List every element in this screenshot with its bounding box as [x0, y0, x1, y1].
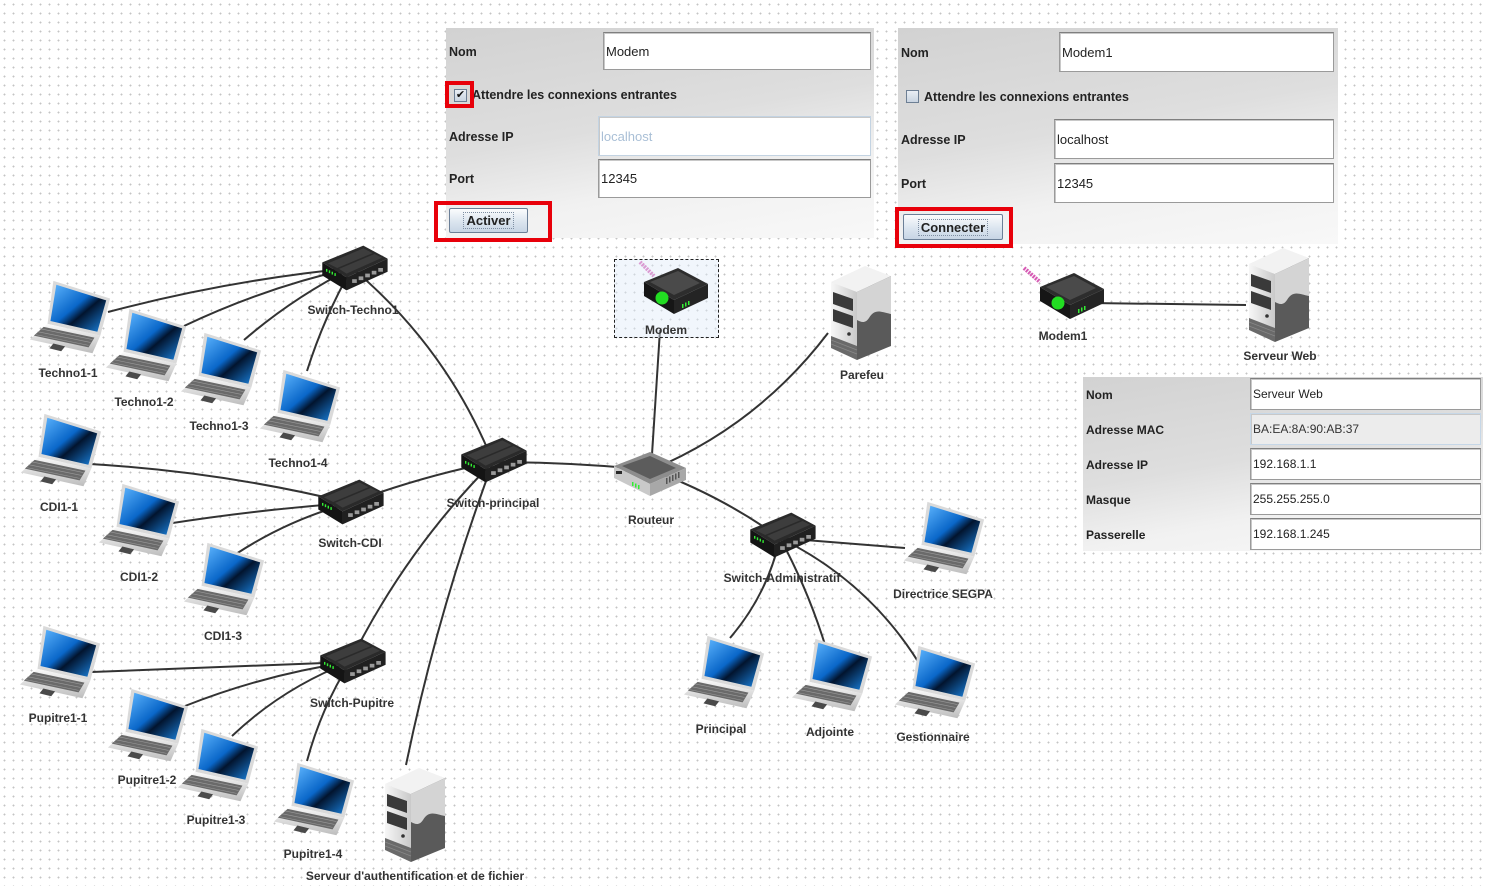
link-cdi1_1-switch_cdi[interactable]: [89, 463, 351, 504]
router-icon[interactable]: [610, 444, 690, 504]
link-serveur_auth-switch_principal[interactable]: [405, 461, 494, 766]
highlight-activer-button: [434, 201, 552, 242]
laptop-icon[interactable]: [172, 723, 264, 811]
modem-nom-label: Nom: [449, 45, 477, 59]
server-mask-input[interactable]: 255.255.255.0: [1250, 483, 1481, 515]
modem-listen-checkbox[interactable]: ✔: [454, 89, 467, 102]
server-ip-label: Adresse IP: [1086, 458, 1149, 472]
laptop-icon[interactable]: [898, 496, 990, 584]
laptop-icon[interactable]: [93, 478, 185, 566]
node-label: Pupitre1-4: [283, 847, 343, 861]
node-label: Techno1-3: [189, 419, 249, 433]
switch-icon[interactable]: [314, 633, 390, 689]
modem1-ip-label: Adresse IP: [901, 133, 966, 147]
server-icon[interactable]: [1242, 244, 1314, 344]
node-label: Techno1-1: [38, 366, 98, 380]
node-label: Pupitre1-3: [186, 813, 246, 827]
link-techno1_1-switch_techno1[interactable]: [107, 267, 353, 313]
node-label: Directrice SEGPA: [893, 587, 993, 601]
modem-listen-label[interactable]: Attendre les connexions entrantes: [472, 88, 677, 102]
link-switch_techno1-switch_principal[interactable]: [351, 267, 494, 463]
server-mask-label: Masque: [1086, 493, 1131, 507]
modem1-port-label: Port: [901, 177, 926, 191]
activer-button-label: Activer: [463, 212, 514, 229]
node-label: Switch-CDI: [318, 536, 382, 550]
switch-icon[interactable]: [316, 240, 392, 296]
server-nom-input[interactable]: Serveur Web: [1250, 378, 1481, 410]
node-label: Pupitre1-1: [28, 711, 88, 725]
laptop-icon[interactable]: [889, 640, 981, 728]
node-label: Routeur: [628, 513, 674, 527]
laptop-icon[interactable]: [786, 633, 878, 721]
node-label: Principal: [695, 722, 747, 736]
node-label: CDI1-1: [39, 500, 79, 514]
node-label: Adjointe: [806, 725, 854, 739]
node-label: Switch-principal: [446, 496, 540, 510]
modem-config-panel: Nom Modem ✔ Attendre les connexions entr…: [446, 28, 874, 238]
server-gateway-input[interactable]: 192.168.1.245: [1250, 518, 1481, 550]
modem1-ip-input[interactable]: localhost: [1054, 119, 1334, 159]
server-gateway-label: Passerelle: [1086, 528, 1146, 542]
modem1-cable-icon: [1022, 266, 1042, 284]
node-label: Switch-Pupitre: [309, 696, 395, 710]
switch-icon[interactable]: [312, 474, 388, 530]
modem1-listen-label[interactable]: Attendre les connexions entrantes: [924, 90, 1129, 104]
link-parefeu-routeur[interactable]: [650, 332, 829, 471]
highlight-checkbox: [445, 81, 474, 108]
laptop-icon[interactable]: [178, 537, 270, 625]
laptop-icon[interactable]: [14, 620, 106, 708]
modem-cable-icon: [638, 260, 656, 278]
modem1-nom-input[interactable]: Modem1: [1059, 32, 1334, 72]
server-nom-label: Nom: [1086, 388, 1113, 402]
modem1-listen-checkbox[interactable]: [906, 90, 919, 103]
node-label: Serveur Web: [1243, 349, 1317, 363]
modem-icon[interactable]: [634, 260, 714, 320]
laptop-icon[interactable]: [268, 757, 360, 845]
server-ip-input[interactable]: 192.168.1.1: [1250, 448, 1481, 480]
node-label: Modem: [645, 323, 687, 337]
link-switch_pupitre-switch_principal[interactable]: [349, 461, 494, 663]
node-label: Switch-Techno1: [307, 303, 399, 317]
node-label: Techno1-2: [114, 395, 174, 409]
highlight-connecter-button: [895, 207, 1013, 248]
node-label: Techno1-4: [268, 456, 328, 470]
link-pupitre1_1-switch_pupitre[interactable]: [91, 661, 351, 673]
node-label: Switch-Administratif: [723, 571, 841, 585]
modem-port-input[interactable]: 12345: [598, 159, 871, 198]
link-switch_admin-gestionnaire[interactable]: [779, 537, 926, 674]
modem-icon[interactable]: [1030, 265, 1110, 325]
switch-icon[interactable]: [455, 432, 531, 488]
server-icon[interactable]: [824, 262, 896, 362]
node-label: CDI1-2: [119, 570, 159, 584]
laptop-icon[interactable]: [254, 364, 346, 452]
server-mac-label: Adresse MAC: [1086, 423, 1165, 437]
laptop-icon[interactable]: [678, 630, 770, 718]
modem1-port-input[interactable]: 12345: [1054, 163, 1334, 203]
node-label: Serveur d'authentification et de fichier: [305, 869, 525, 883]
node-label: Pupitre1-2: [117, 773, 177, 787]
modem-port-label: Port: [449, 172, 474, 186]
node-label: Gestionnaire: [896, 730, 970, 744]
connecter-button-label: Connecter: [917, 218, 989, 236]
link-modem1-serveur_web[interactable]: [1089, 302, 1247, 306]
server-icon[interactable]: [378, 764, 450, 864]
activer-button[interactable]: Activer: [449, 208, 528, 233]
modem-nom-input[interactable]: Modem: [603, 32, 871, 70]
switch-icon[interactable]: [744, 507, 820, 563]
server-properties-panel: Nom Serveur Web Adresse MAC BA:EA:8A:90:…: [1083, 377, 1483, 551]
node-label: Parefeu: [839, 368, 885, 382]
modem-ip-label: Adresse IP: [449, 130, 514, 144]
connecter-button[interactable]: Connecter: [903, 214, 1003, 240]
modem-ip-input[interactable]: localhost: [598, 116, 871, 156]
node-label: Modem1: [1038, 329, 1088, 343]
modem1-nom-label: Nom: [901, 46, 929, 60]
server-mac-field: BA:EA:8A:90:AB:37: [1250, 413, 1481, 445]
node-label: CDI1-3: [203, 629, 243, 643]
